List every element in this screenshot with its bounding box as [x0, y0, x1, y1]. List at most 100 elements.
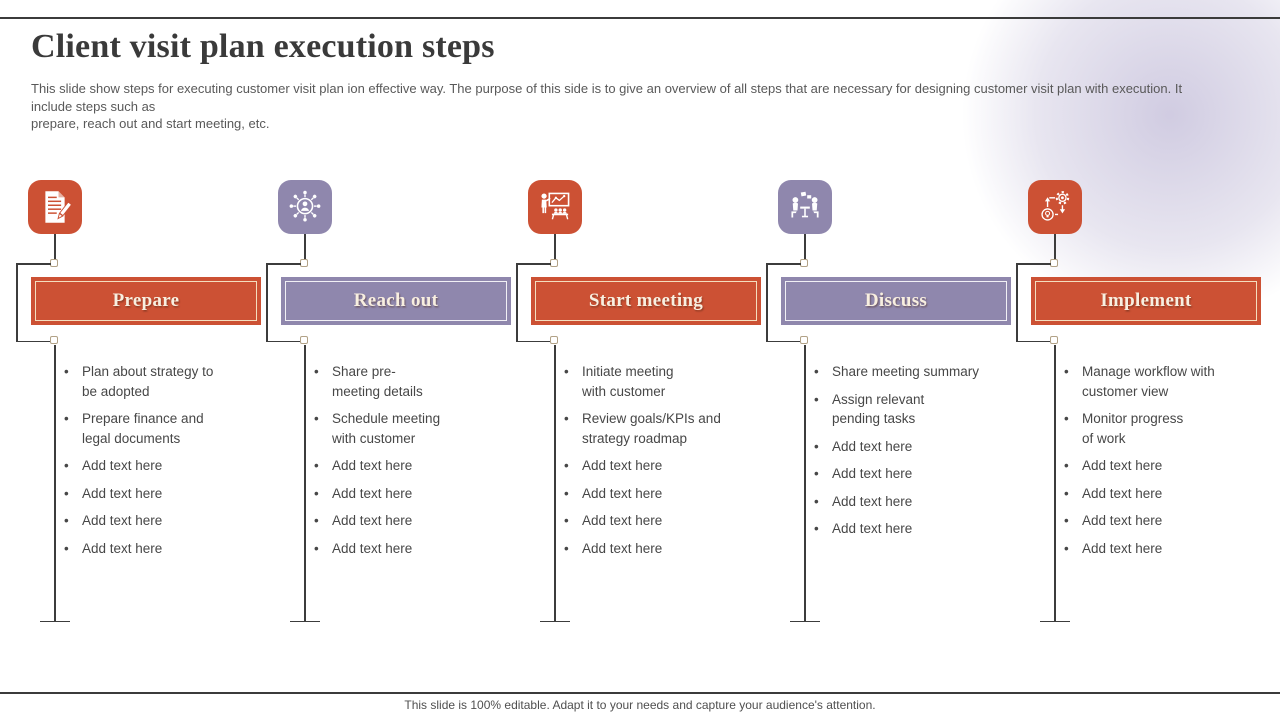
bullet-item: Add text here	[812, 519, 1010, 539]
bullet-item: Add text here	[1062, 539, 1260, 559]
bullet-item: Prepare finance and legal documents	[62, 409, 260, 448]
gear-idea-cycle-icon	[1034, 186, 1076, 228]
bracket-line	[766, 263, 768, 342]
bracket-line	[516, 263, 518, 342]
bullet-item: Add text here	[562, 484, 760, 504]
step-banner: Reach out	[281, 277, 511, 325]
bullet-item: Add text here	[62, 511, 260, 531]
bullet-item: Add text here	[312, 539, 510, 559]
connector-end-tick	[40, 620, 70, 623]
bullet-list: Share meeting summaryAssign relevant pen…	[812, 362, 1010, 547]
step-icon-tile	[778, 180, 832, 234]
bullet-item: Add text here	[562, 456, 760, 476]
connector-node	[550, 336, 558, 344]
step-banner: Prepare	[31, 277, 261, 325]
step-banner: Start meeting	[531, 277, 761, 325]
connector-line	[804, 234, 806, 261]
bracket-line	[16, 263, 18, 342]
bullet-item: Add text here	[312, 511, 510, 531]
step-banner-border	[785, 281, 1007, 321]
connector-node	[1050, 336, 1058, 344]
bullet-list: Plan about strategy to be adoptedPrepare…	[62, 362, 260, 566]
connector-line	[804, 345, 806, 621]
step-column: Implement Manage workflow with customer …	[1016, 170, 1266, 640]
step-column: Reach out Share pre- meeting detailsSche…	[266, 170, 516, 640]
step-column: Prepare Plan about strategy to be adopte…	[16, 170, 266, 640]
bullet-item: Add text here	[62, 484, 260, 504]
bullet-item: Add text here	[312, 484, 510, 504]
connector-line	[1054, 234, 1056, 261]
bracket-line	[266, 340, 301, 342]
bracket-line	[16, 340, 51, 342]
connector-node	[800, 259, 808, 267]
connector-line	[304, 345, 306, 621]
step-column: Start meeting Initiate meeting with cust…	[516, 170, 766, 640]
bullet-list: Manage workflow with customer viewMonito…	[1062, 362, 1260, 566]
step-banner-border	[285, 281, 507, 321]
bullet-item: Review goals/KPIs and strategy roadmap	[562, 409, 760, 448]
step-icon-tile	[528, 180, 582, 234]
bracket-line	[266, 263, 268, 342]
footer-note: This slide is 100% editable. Adapt it to…	[404, 698, 876, 712]
step-banner-border	[1035, 281, 1257, 321]
connector-line	[54, 345, 56, 621]
step-icon-tile	[278, 180, 332, 234]
bullet-item: Add text here	[1062, 484, 1260, 504]
connector-node	[50, 259, 58, 267]
bracket-line	[1016, 263, 1018, 342]
step-icon-tile	[1028, 180, 1082, 234]
bullet-item: Add text here	[1062, 456, 1260, 476]
bullet-item: Add text here	[812, 437, 1010, 457]
bullet-item: Add text here	[62, 456, 260, 476]
connector-node	[800, 336, 808, 344]
bullet-item: Add text here	[812, 492, 1010, 512]
step-banner: Discuss	[781, 277, 1011, 325]
step-title: Start meeting	[588, 290, 704, 311]
connector-line	[554, 345, 556, 621]
connector-line	[304, 234, 306, 261]
connector-node	[1050, 259, 1058, 267]
connector-end-tick	[540, 620, 570, 623]
step-title: Implement	[1100, 290, 1192, 311]
bullet-item: Schedule meeting with customer	[312, 409, 510, 448]
connector-node	[300, 336, 308, 344]
connector-end-tick	[290, 620, 320, 623]
bullet-item: Manage workflow with customer view	[1062, 362, 1260, 401]
bracket-line	[1016, 340, 1051, 342]
top-divider	[0, 17, 1280, 19]
bullet-item: Plan about strategy to be adopted	[62, 362, 260, 401]
bullet-item: Initiate meeting with customer	[562, 362, 760, 401]
bracket-line	[766, 263, 801, 265]
bullet-item: Assign relevant pending tasks	[812, 390, 1010, 429]
presentation-chart-icon	[534, 186, 576, 228]
connector-end-tick	[1040, 620, 1070, 623]
step-title: Reach out	[353, 290, 439, 311]
bullet-item: Add text here	[562, 539, 760, 559]
connector-line	[54, 234, 56, 261]
bracket-line	[516, 263, 551, 265]
bracket-line	[766, 340, 801, 342]
discussion-table-icon	[784, 186, 826, 228]
bullet-item: Share meeting summary	[812, 362, 1010, 382]
step-banner: Implement	[1031, 277, 1261, 325]
step-title: Discuss	[864, 290, 928, 311]
connector-node	[300, 259, 308, 267]
step-column: Discuss Share meeting summaryAssign rele…	[766, 170, 1016, 640]
bullet-list: Share pre- meeting detailsSchedule meeti…	[312, 362, 510, 566]
step-title: Prepare	[112, 290, 180, 311]
step-icon-tile	[28, 180, 82, 234]
connector-line	[1054, 345, 1056, 621]
page-title: Client visit plan execution steps	[31, 28, 495, 65]
bracket-line	[266, 263, 301, 265]
bottom-divider	[0, 692, 1280, 694]
bullet-item: Add text here	[1062, 511, 1260, 531]
network-person-icon	[284, 186, 326, 228]
bullet-list: Initiate meeting with customerReview goa…	[562, 362, 760, 566]
connector-end-tick	[790, 620, 820, 623]
bullet-item: Share pre- meeting details	[312, 362, 510, 401]
bracket-line	[16, 263, 51, 265]
bullet-item: Add text here	[562, 511, 760, 531]
step-banner-border	[535, 281, 757, 321]
